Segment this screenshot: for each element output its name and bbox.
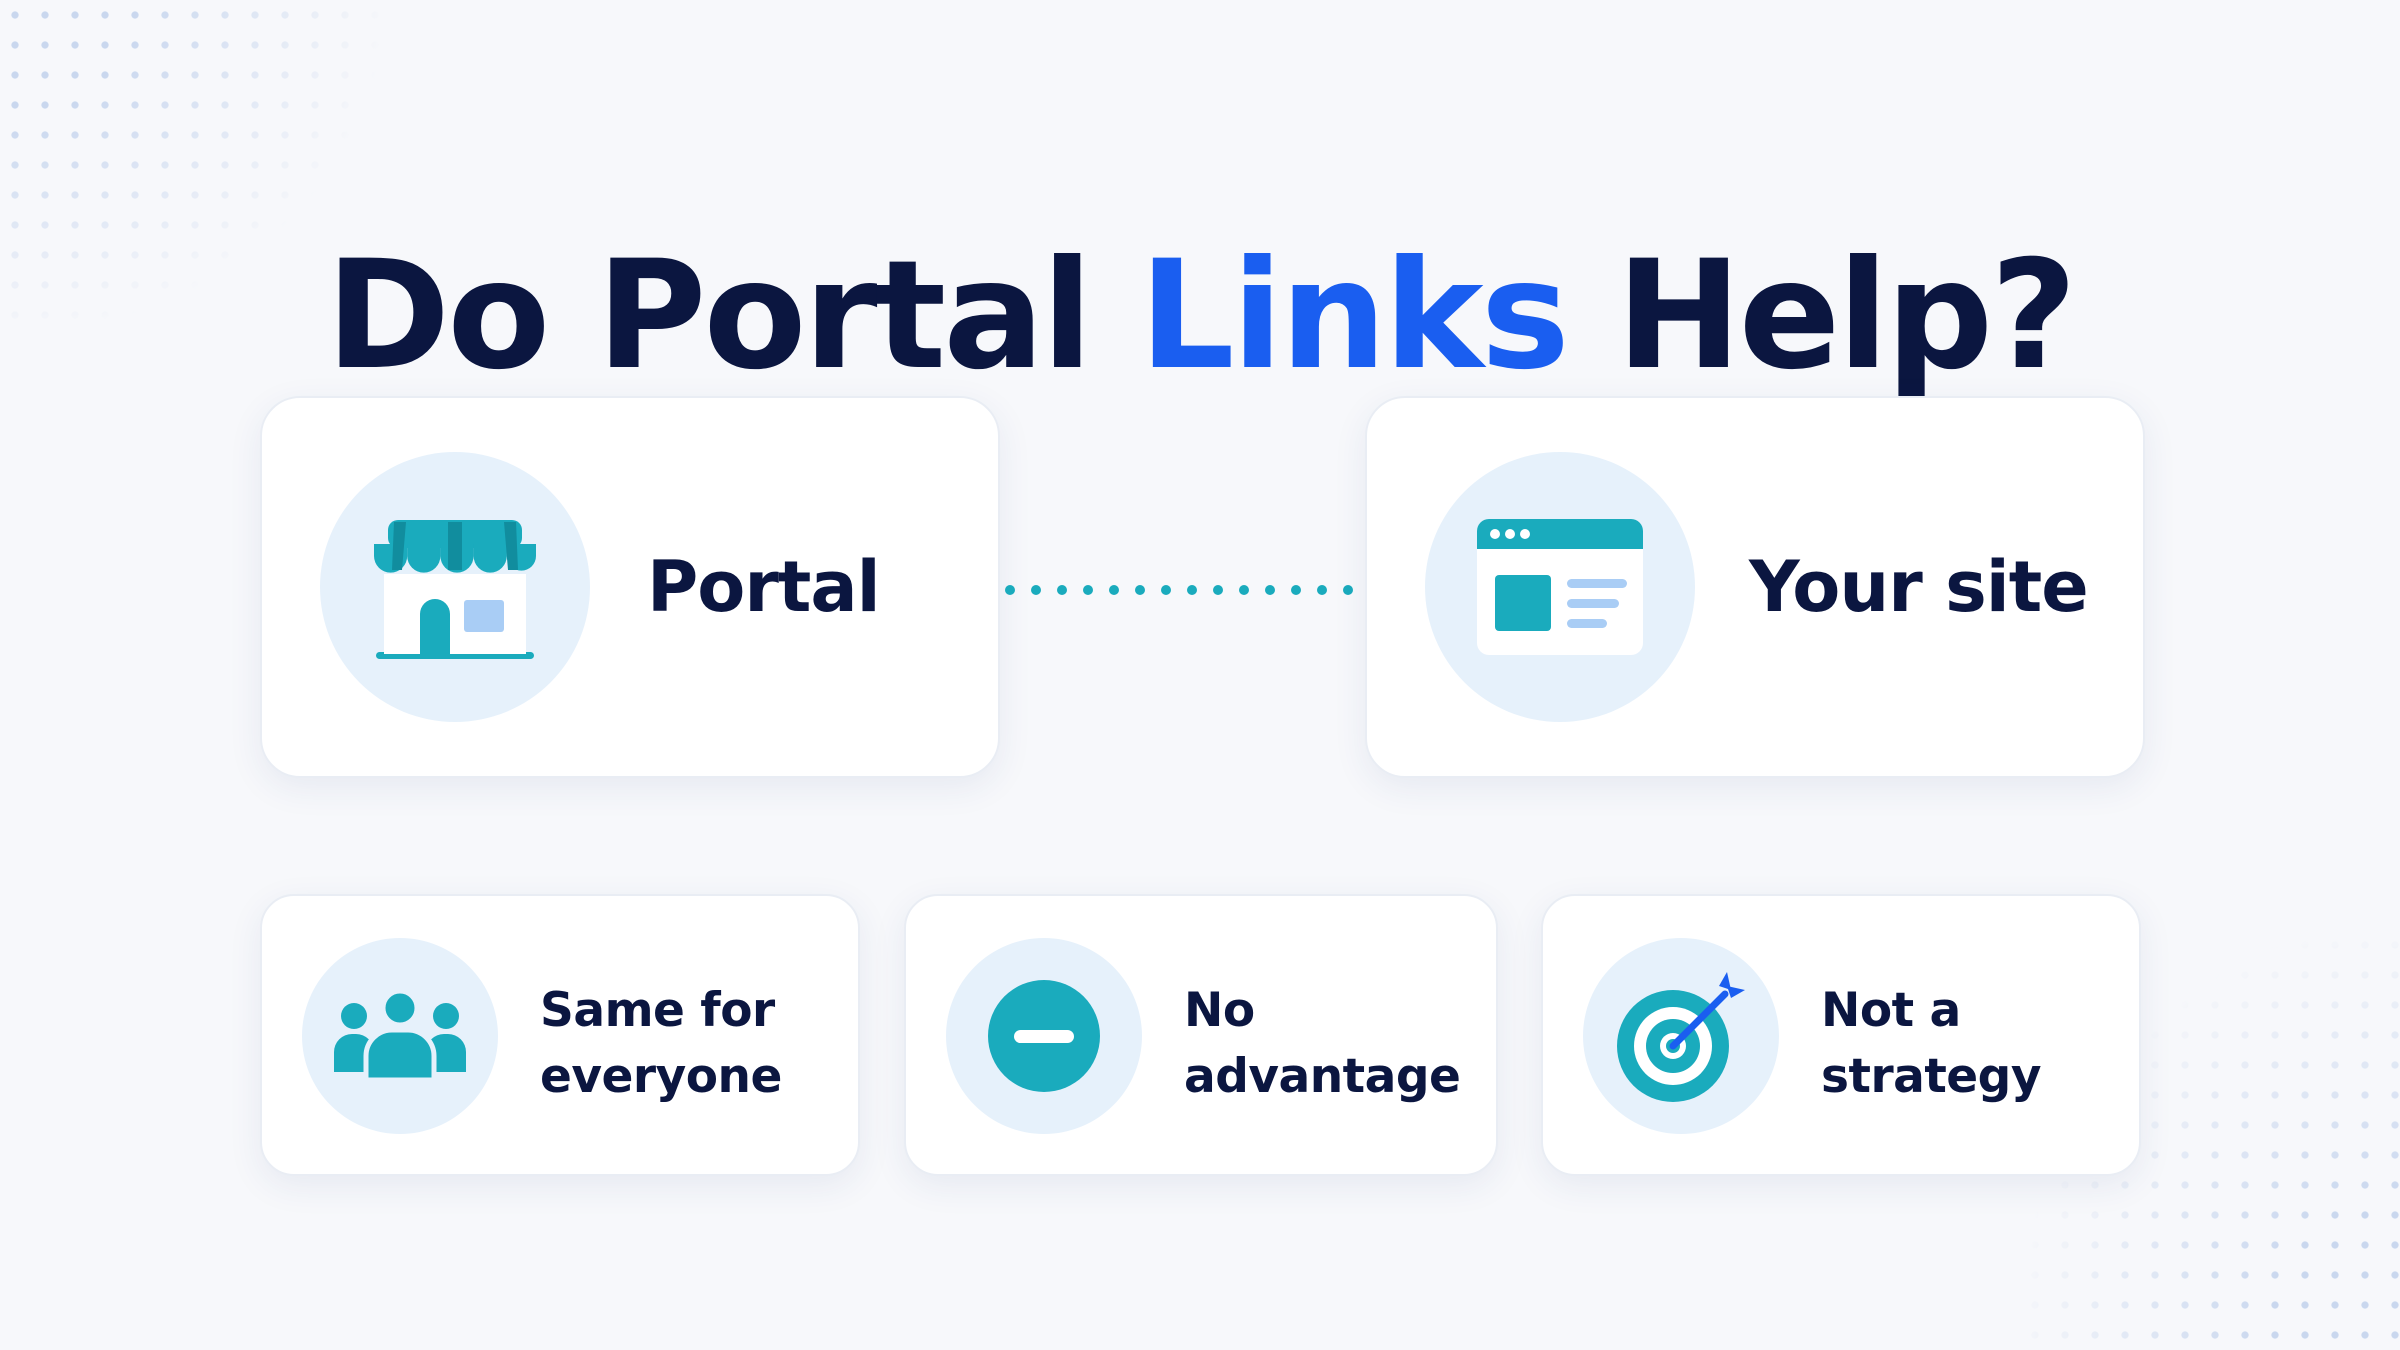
point-label: Not a strategy — [1821, 978, 2121, 1110]
point-label-line-2: everyone — [540, 1049, 782, 1104]
your-site-label: Your site — [1749, 546, 2089, 628]
portal-icon-circle — [320, 452, 590, 722]
title-part-1: Do Portal — [325, 228, 1140, 403]
storefront-icon — [374, 520, 536, 659]
minus-circle-icon — [988, 980, 1100, 1092]
point-label-line-1: No — [1184, 983, 1255, 1038]
site-icon-circle — [1425, 452, 1695, 722]
minus-icon-circle — [946, 938, 1142, 1134]
dotted-connector — [1005, 585, 1353, 595]
point-label: No advantage — [1184, 978, 1484, 1110]
portal-card: Portal — [260, 396, 1000, 778]
target-icon-circle — [1583, 938, 1779, 1134]
title-accent: Links — [1139, 228, 1570, 403]
portal-label: Portal — [647, 546, 881, 628]
title-part-2: Help? — [1566, 228, 2077, 403]
point-label-line-2: strategy — [1821, 1049, 2041, 1104]
group-icon-circle — [302, 938, 498, 1134]
group-icon — [334, 990, 466, 1082]
website-icon — [1477, 519, 1643, 655]
point-card-same-for-everyone: Same for everyone — [260, 894, 860, 1176]
point-label-line-2: advantage — [1184, 1049, 1461, 1104]
point-card-no-advantage: No advantage — [904, 894, 1498, 1176]
your-site-card: Your site — [1365, 396, 2145, 778]
target-icon — [1617, 972, 1745, 1102]
point-label-line-1: Not a — [1821, 983, 1961, 1038]
point-label: Same for everyone — [540, 978, 840, 1110]
point-card-not-a-strategy: Not a strategy — [1541, 894, 2141, 1176]
page-title: Do Portal Links Help? — [0, 241, 2400, 391]
point-label-line-1: Same for — [540, 983, 775, 1038]
